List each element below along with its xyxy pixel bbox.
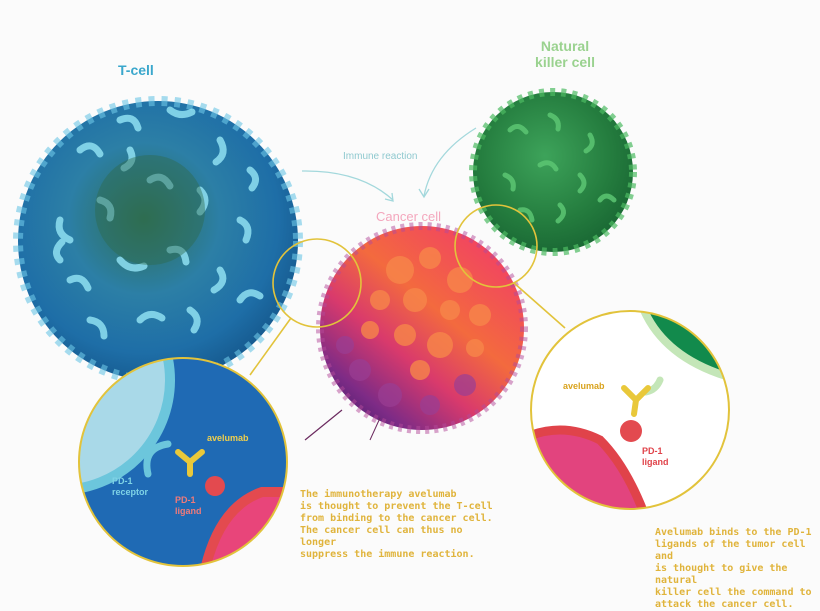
right-caption: Avelumab binds to the PD-1 ligands of th… — [655, 527, 820, 611]
immune-reaction-label: Immune reaction — [343, 151, 418, 162]
left-avelumab-label: avelumab — [207, 433, 249, 443]
left-pd1-ligand-label: PD-1 ligand — [175, 495, 202, 517]
arrowhead-right — [418, 188, 430, 199]
highlight-ring-right — [454, 204, 538, 288]
right-caption-line: killer cell the command to — [655, 587, 812, 598]
highlight-ring-left — [272, 238, 362, 328]
left-pd1-receptor-line1: PD-1 — [112, 476, 133, 486]
pd1-ligand-right — [620, 420, 642, 442]
nk-cell-label: Natural killer cell — [520, 38, 610, 70]
right-caption-line: ligands of the tumor cell and — [655, 539, 806, 562]
t-cell-label: T-cell — [118, 62, 154, 78]
pd1-ligand-left — [205, 476, 225, 496]
pd1-receptor-shape — [143, 440, 172, 478]
right-caption-line: Avelumab binds to the PD-1 — [655, 527, 812, 538]
left-pd1-receptor-label: PD-1 receptor — [112, 476, 148, 498]
left-pd1-ligand-line1: PD-1 — [175, 495, 196, 505]
right-caption-line: is thought to give the natural — [655, 563, 788, 586]
nk-cell-label-line1: Natural — [540, 38, 590, 54]
avelumab-molecule-left — [175, 449, 205, 477]
arrowhead-left — [384, 192, 394, 202]
left-caption-line: suppress the immune reaction. — [300, 549, 475, 560]
arrow-from-t-cell — [301, 170, 394, 201]
t-cell — [13, 96, 303, 386]
left-caption-line: The immunotherapy avelumab — [300, 489, 457, 500]
left-caption: The immunotherapy avelumab is thought to… — [300, 489, 500, 561]
left-caption-line: is thought to prevent the T-cell — [300, 501, 493, 512]
avelumab-molecule-right — [621, 385, 651, 417]
right-pd1-ligand-line2: ligand — [642, 457, 669, 467]
arrow-from-nk-cell — [423, 127, 477, 197]
left-caption-line: from binding to the cancer cell. — [300, 513, 493, 524]
right-inset — [530, 310, 730, 510]
left-caption-line: The cancer cell can thus no longer — [300, 525, 463, 548]
nk-cell-label-line2: killer cell — [535, 54, 595, 70]
left-pd1-receptor-line2: receptor — [112, 487, 149, 497]
right-pd1-ligand-line1: PD-1 — [642, 446, 663, 456]
left-pd1-ligand-line2: ligand — [175, 506, 202, 516]
natural-killer-cell — [469, 88, 637, 256]
highlight-rings — [249, 204, 566, 376]
immune-reaction-arrows — [301, 127, 477, 202]
cancer-cell — [304, 222, 528, 441]
right-pd1-ligand-label: PD-1 ligand — [642, 446, 669, 468]
right-caption-line: attack the cancer cell. — [655, 599, 794, 610]
cancer-cell-label: Cancer cell — [376, 209, 442, 224]
right-avelumab-label: avelumab — [563, 381, 605, 391]
